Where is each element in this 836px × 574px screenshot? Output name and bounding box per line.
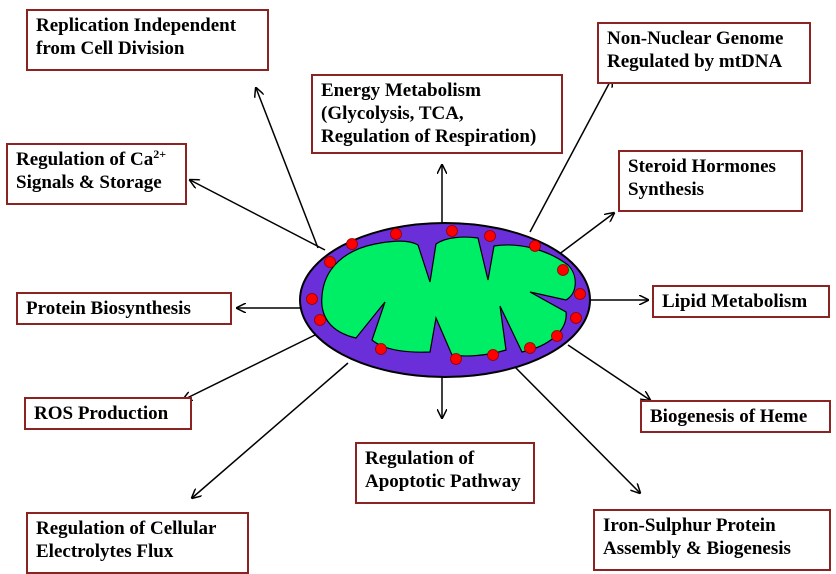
particle [450,353,462,365]
particle [557,264,569,276]
matrix-cristae [321,236,576,357]
arrow-non-nuclear [529,78,612,233]
electrolytes-flux-box: Regulation of Cellular Electrolytes Flux [26,512,249,574]
arrow-ros [183,334,316,400]
non-nuclear-line1: Non-Nuclear Genome [607,28,784,49]
arrow-steroid [557,213,614,256]
particle [551,330,563,342]
particle [529,240,541,252]
particle [390,228,402,240]
particle [574,288,586,300]
apoptotic-line2: Apoptotic Pathway [365,471,521,492]
particle [324,256,336,268]
energy-line3: Regulation of Respiration) [321,126,537,147]
particle [570,312,582,324]
particle [524,342,536,354]
iron-sulphur-box: Iron-Sulphur Protein Assembly & Biogenes… [593,509,831,571]
energy-line2: (Glycolysis, TCA, [321,103,464,124]
lipid-line1: Lipid Metabolism [662,291,808,312]
electrolytes-line1: Regulation of Cellular [36,518,217,539]
particle [446,225,458,237]
steroid-line1: Steroid Hormones [628,156,776,177]
ros-production-box: ROS Production [24,397,192,430]
biogenesis-heme-box: Biogenesis of Heme [640,400,831,433]
particle [484,230,496,242]
lipid-metabolism-box: Lipid Metabolism [652,285,830,318]
arrow-calcium [190,180,326,251]
apoptotic-pathway-box: Regulation of Apoptotic Pathway [355,442,535,504]
non-nuclear-line2: Regulated by mtDNA [607,51,783,72]
arrow-replication [256,88,319,249]
calcium-line1: Regulation of Ca2+ [16,148,177,171]
steroid-hormones-box: Steroid Hormones Synthesis [618,150,803,212]
replication-line2: from Cell Division [36,38,185,59]
membrane-particles [306,225,586,365]
ros-line1: ROS Production [34,403,169,424]
particle [346,238,358,250]
non-nuclear-genome-box: Non-Nuclear Genome Regulated by mtDNA [597,22,811,84]
replication-line1: Replication Independent [36,15,237,36]
apoptotic-line1: Regulation of [365,448,475,469]
replication-box: Replication Independent from Cell Divisi… [26,9,269,71]
particle [375,343,387,355]
calcium-box: Regulation of Ca2+ Signals & Storage [6,143,187,205]
energy-line1: Energy Metabolism [321,80,481,101]
calcium-superscript: 2+ [153,147,167,161]
mitochondrion-icon [299,222,591,378]
arrow-iron-sulphur [509,361,640,493]
iron-sulphur-line2: Assembly & Biogenesis [603,538,791,559]
arrows [183,78,650,498]
particle [306,293,318,305]
electrolytes-line2: Electrolytes Flux [36,541,174,562]
protein-biosynthesis-box: Protein Biosynthesis [16,292,232,325]
heme-line1: Biogenesis of Heme [650,406,808,427]
arrow-electrolytes [192,362,349,498]
steroid-line2: Synthesis [628,179,705,200]
particle [487,349,499,361]
calcium-line2: Signals & Storage [16,172,162,193]
particle [314,314,326,326]
protein-line1: Protein Biosynthesis [26,298,191,319]
energy-metabolism-box: Energy Metabolism (Glycolysis, TCA, Regu… [311,74,563,154]
calcium-line1-text: Regulation of Ca [16,149,154,170]
iron-sulphur-line1: Iron-Sulphur Protein [603,515,776,536]
arrow-heme [567,344,650,400]
